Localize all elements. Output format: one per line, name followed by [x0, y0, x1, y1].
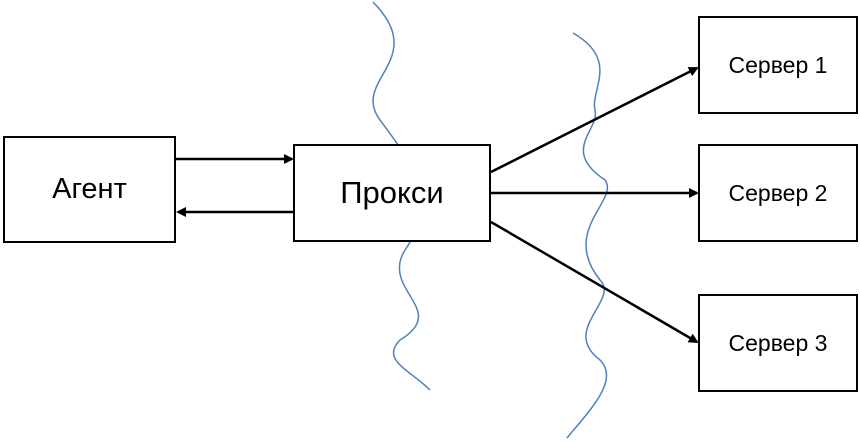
proxy-node: Прокси	[293, 144, 491, 242]
server1-node-label: Сервер 1	[728, 51, 828, 78]
server1-node: Сервер 1	[698, 16, 858, 114]
agent-node-label: Агент	[52, 173, 127, 205]
arrow-proxy-to-server1	[490, 66, 699, 174]
network-boundary-wave-right	[566, 32, 608, 439]
server2-node-label: Сервер 2	[728, 179, 828, 206]
server3-node-label: Сервер 3	[728, 329, 828, 356]
server3-node: Сервер 3	[698, 294, 858, 392]
arrow-proxy-to-server3	[490, 220, 699, 344]
proxy-node-label: Прокси	[340, 175, 444, 210]
server2-node: Сервер 2	[698, 144, 858, 242]
agent-node: Агент	[3, 136, 176, 243]
